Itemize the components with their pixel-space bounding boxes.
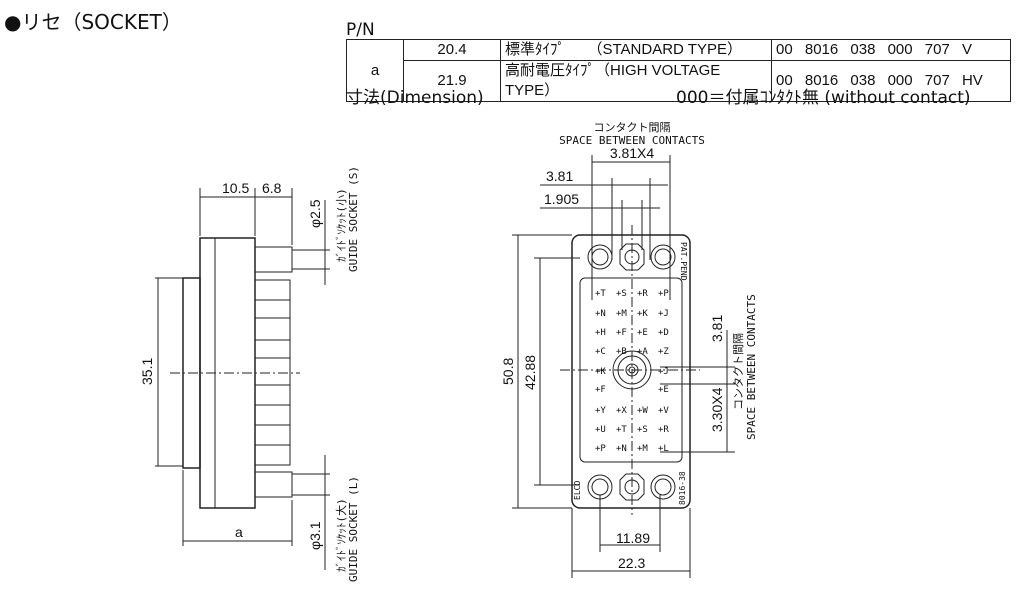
part-code: 00 8016 038 000 707 HV	[771, 60, 1011, 102]
contact-label: +E	[637, 328, 648, 338]
contact-label: +M	[616, 309, 627, 319]
contact-label: +E	[658, 385, 669, 395]
space-en: SPACE BETWEEN CONTACTS	[559, 134, 705, 147]
contact-label: +S	[616, 289, 627, 299]
dim-50-8: 50.8	[500, 358, 516, 385]
contact-label: +W	[637, 406, 648, 416]
dim-a: a	[235, 524, 243, 540]
contact-label: +V	[658, 406, 669, 416]
type: 高耐電圧ﾀｲﾌﾟ（HIGH VOLTAGE TYPE）	[500, 60, 772, 102]
contact-label: +X	[616, 406, 627, 416]
contact-label: +P	[658, 289, 669, 299]
guide-holes	[587, 243, 676, 501]
pn-label: P/N	[346, 20, 375, 40]
contact-label: +S	[637, 425, 648, 435]
dim-3-81: 3.81	[546, 168, 573, 184]
contact-label: +R	[637, 289, 648, 299]
contact-label: +U	[595, 425, 606, 435]
dim-3-81x4: 3.81X4	[610, 145, 655, 161]
table-row: a 20.4 標準ﾀｲﾌﾟ （STANDARD TYPE） 00 8016 03…	[346, 39, 1011, 102]
dim-3-30x4: 3.30X4	[709, 387, 725, 432]
a-value: 21.9	[403, 60, 501, 102]
guide-large-jp: ｶﾞｲﾄﾞｿｹｯﾄ(大)	[334, 498, 348, 572]
contact-label: +M	[637, 444, 648, 454]
contact-label: +K	[637, 309, 648, 319]
contact-label: +Y	[595, 406, 606, 416]
guide-small-en: GUIDE SOCKET (S)	[347, 166, 360, 272]
contact-label: +T	[595, 289, 606, 299]
guide-socket-small	[254, 246, 293, 273]
contact-label: +J	[658, 367, 669, 377]
guide-small-dia: φ2.5	[307, 199, 323, 228]
contact-label: +A	[637, 347, 648, 357]
dim-right-3-81: 3.81	[709, 315, 725, 342]
contact-label: +L	[658, 444, 669, 454]
guide-small-jp: ｶﾞｲﾄﾞｿｹｯﾄ(小)	[335, 188, 348, 262]
contact-label: +K	[595, 367, 606, 377]
contact-label: +J	[658, 309, 669, 319]
contact-label: +H	[595, 328, 606, 338]
dim-22-3: 22.3	[618, 555, 645, 571]
dim-1-905: 1.905	[544, 191, 579, 207]
side-view	[155, 188, 330, 570]
contact-label: +B	[616, 347, 627, 357]
guide-large-dia: φ3.1	[307, 521, 323, 550]
contact-label: +N	[595, 309, 606, 319]
dim-10-5: 10.5	[222, 180, 249, 196]
contact-label: +F	[595, 385, 606, 395]
space-jp: コンタクト間隔	[594, 121, 671, 134]
outer-frame	[571, 234, 691, 509]
mark-pat-pend: PAT.PEND	[679, 242, 688, 281]
contact-label: +N	[616, 444, 627, 454]
guide-socket-large	[254, 471, 293, 498]
section-title: ●リセ（SOCKET）	[4, 10, 182, 34]
contact-label: +R	[658, 425, 669, 435]
guide-large-en: GUIDE SOCKET (L)	[347, 476, 360, 582]
right-space-en: SPACE BETWEEN CONTACTS	[745, 294, 758, 440]
right-space-jp: コンタクト間隔	[732, 333, 745, 410]
contact-label: +P	[595, 444, 606, 454]
contact-label: +D	[658, 328, 669, 338]
contact-tails	[254, 279, 291, 466]
contact-note: 000＝付属ｺﾝﾀｸﾄ無 (without contact)	[676, 88, 971, 108]
contact-label: +Z	[658, 347, 669, 357]
contact-label: +T	[616, 425, 627, 435]
part-code: 00 8016 038 000 707 V	[771, 39, 1011, 61]
contact-label: +F	[616, 328, 627, 338]
dim-42-88: 42.88	[522, 355, 538, 390]
dim-11-89: 11.89	[616, 530, 650, 546]
mark-model: 8016-38	[678, 471, 687, 505]
contact-label: +C	[595, 347, 606, 357]
mark-elco: ELCO	[573, 481, 582, 500]
dim-35-1: 35.1	[139, 358, 155, 385]
dim-6-8: 6.8	[262, 180, 282, 196]
part-number-table: a 20.4 標準ﾀｲﾌﾟ （STANDARD TYPE） 00 8016 03…	[346, 39, 1011, 102]
dimension-label: 寸法(Dimension)	[346, 88, 484, 108]
contact-grid: +T +S +R +P +N +M +K +J +H +F +E +D +C +B +A +Z +Y +X +W +V…	[595, 289, 669, 454]
table-row: 21.9 高耐電圧ﾀｲﾌﾟ（HIGH VOLTAGE TYPE） 00 8016…	[347, 60, 1011, 102]
front-view: +T +S +R +P +N +M +K +J +H +F +E +D +C +B +A +Z +Y +X +W +V…	[512, 155, 735, 578]
